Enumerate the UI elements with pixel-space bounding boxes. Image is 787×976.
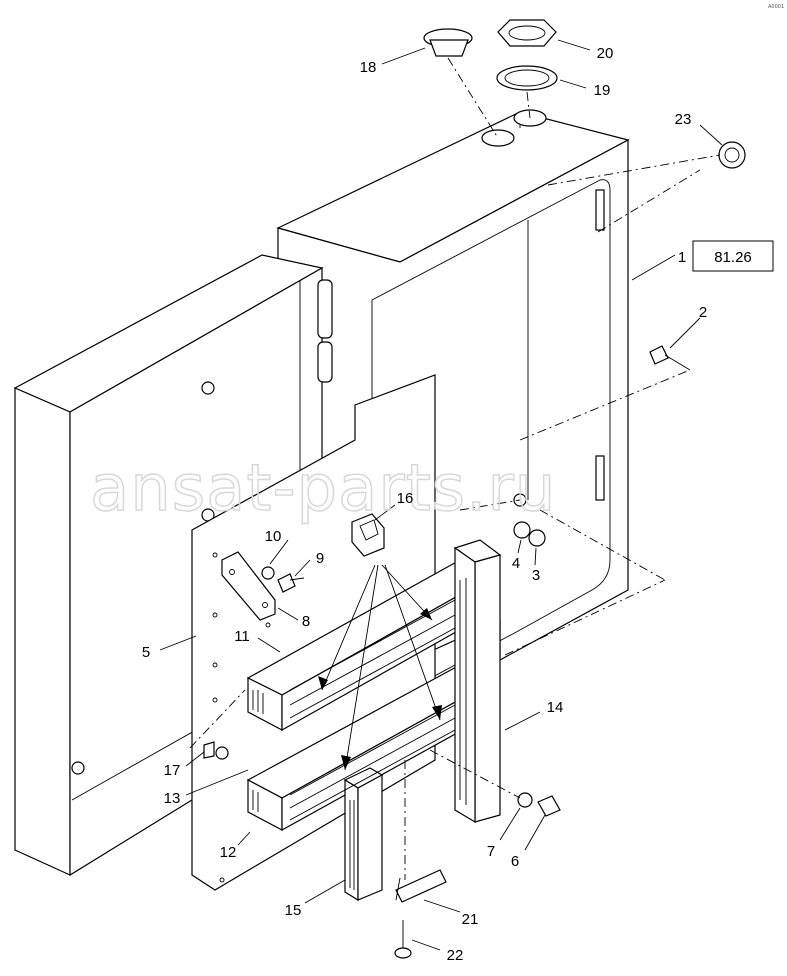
callout-11: 11 <box>234 628 250 645</box>
clip-arrows <box>318 564 442 771</box>
callouts: 1 2 3 4 5 6 7 8 9 10 11 12 13 14 15 16 1… <box>142 45 707 964</box>
callout-17: 17 <box>164 762 181 779</box>
callout-15: 15 <box>285 902 302 919</box>
callout-12: 12 <box>220 844 237 861</box>
callout-6: 6 <box>511 853 519 870</box>
cable-ducts <box>246 539 502 902</box>
callout-10: 10 <box>265 528 282 545</box>
reference-box: 81.26 <box>692 240 774 272</box>
clip <box>351 513 385 557</box>
callout-20: 20 <box>597 45 614 62</box>
callout-18: 18 <box>360 59 377 76</box>
callout-23: 23 <box>675 111 692 128</box>
callout-22: 22 <box>447 947 464 964</box>
callout-2: 2 <box>699 304 707 321</box>
callout-3: 3 <box>532 567 540 584</box>
callout-1: 1 <box>678 249 686 266</box>
svg-text:81.26: 81.26 <box>714 249 752 266</box>
bracket <box>221 551 276 621</box>
centre-lines <box>189 57 721 880</box>
callout-8: 8 <box>302 613 310 630</box>
watermark: ansat-parts.ru <box>90 452 556 526</box>
small-parts <box>203 19 746 959</box>
callout-9: 9 <box>316 550 324 567</box>
callout-7: 7 <box>487 843 495 860</box>
corner-mark: A0001 <box>768 4 784 10</box>
callout-13: 13 <box>164 790 181 807</box>
callout-19: 19 <box>594 82 611 99</box>
callout-14: 14 <box>547 699 564 716</box>
callout-16: 16 <box>397 490 414 507</box>
callout-4: 4 <box>512 555 520 572</box>
leader-lines <box>159 39 723 951</box>
callout-21: 21 <box>462 911 479 928</box>
callout-5: 5 <box>142 644 150 661</box>
